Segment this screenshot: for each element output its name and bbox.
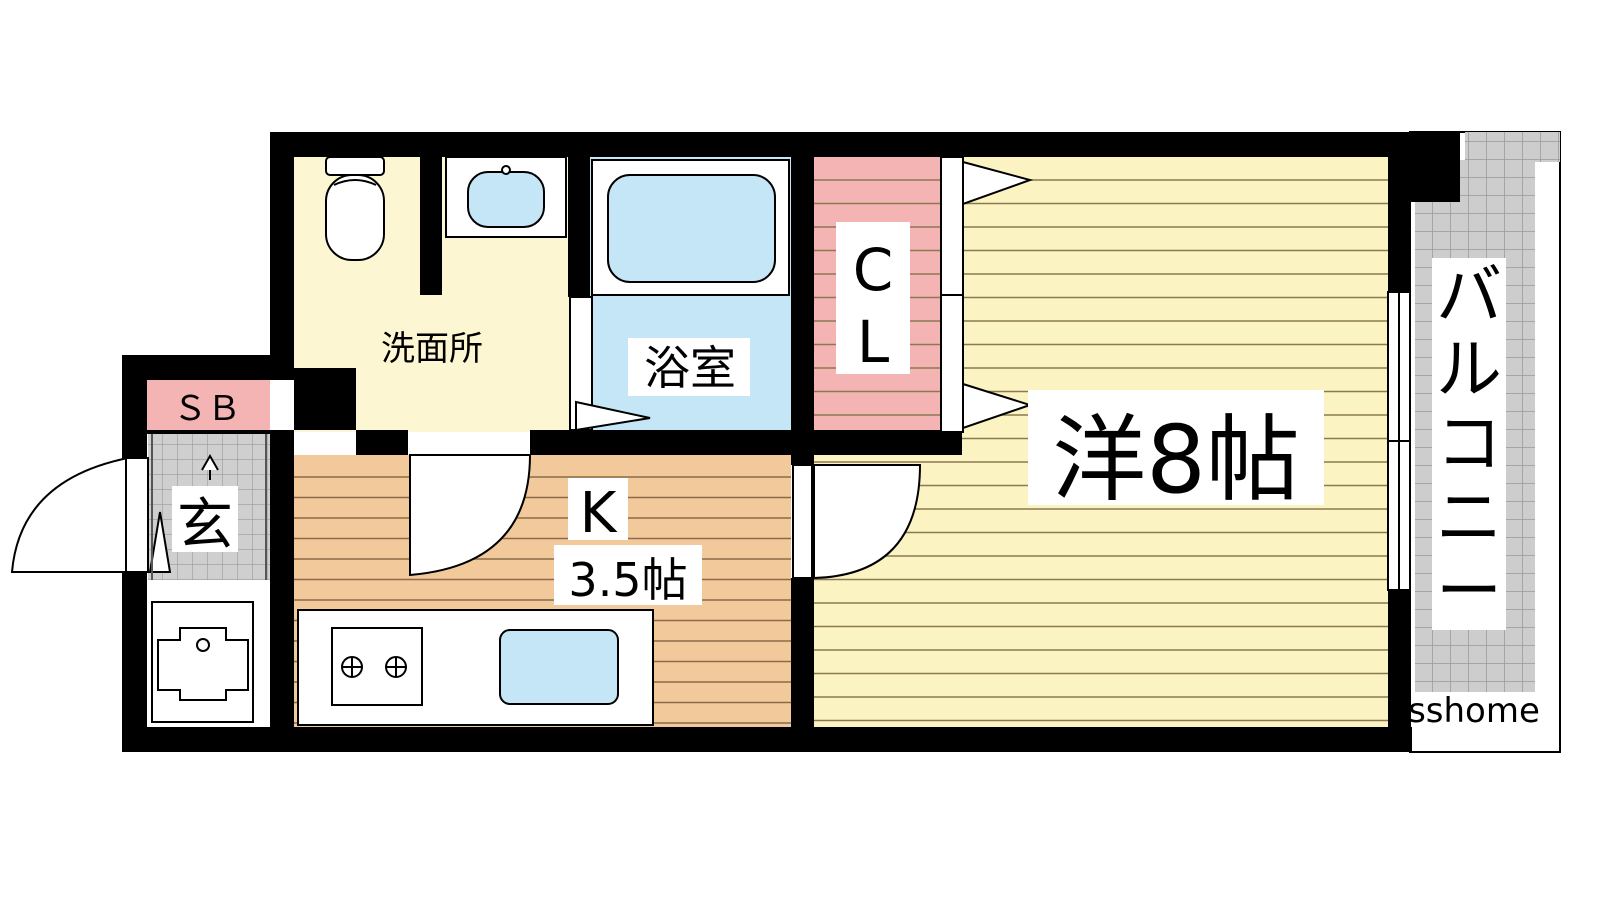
kitchen-k-bg <box>568 478 628 540</box>
balcony-label-2: ル <box>1436 331 1502 408</box>
western-room-label: 洋8帖 <box>1052 406 1300 515</box>
balcony-window <box>1387 291 1411 591</box>
closet-label-bg <box>836 222 910 374</box>
entrance-label-bg <box>172 486 238 552</box>
washroom-door <box>409 454 532 577</box>
bath-label: 浴室 <box>644 341 736 395</box>
bath-door <box>569 296 651 432</box>
entrance-arrows <box>148 434 267 580</box>
entrance-label: 玄 <box>177 493 233 558</box>
western-label-bg <box>1028 390 1324 505</box>
entrance-door <box>10 456 149 573</box>
closet-doors <box>940 156 1034 433</box>
balcony-label-4: ニ <box>1436 479 1502 556</box>
closet-label-c: C <box>853 236 894 304</box>
kitchen-label-bg <box>554 545 702 605</box>
bath-label-bg <box>628 338 750 396</box>
balcony-label-3: コ <box>1436 405 1502 482</box>
bathtub-icon <box>591 159 790 296</box>
watermark: sshome <box>1408 691 1540 731</box>
kitchen-counter <box>297 609 654 726</box>
western-room-door <box>792 464 922 580</box>
toilet-icon <box>325 156 385 261</box>
washbasin-icon <box>445 156 567 238</box>
kitchen-sink-icon <box>499 629 619 705</box>
washing-machine-icon <box>151 601 254 723</box>
walls <box>122 132 1460 752</box>
shoebox-label: ＳＢ <box>173 389 241 429</box>
kitchen-size-label: 3.5帖 <box>568 553 687 607</box>
kitchen-label-k: K <box>580 481 618 546</box>
balcony-label-bg <box>1432 258 1506 630</box>
washroom-label: 洗面所 <box>381 329 483 369</box>
balcony-label-5: ー <box>1436 553 1502 630</box>
shoebox-floor <box>145 380 270 430</box>
balcony-label-1: バ <box>1436 257 1502 334</box>
closet-label-l: L <box>857 308 889 376</box>
stove-icon <box>341 656 407 678</box>
watermark-bg <box>1412 692 1537 728</box>
